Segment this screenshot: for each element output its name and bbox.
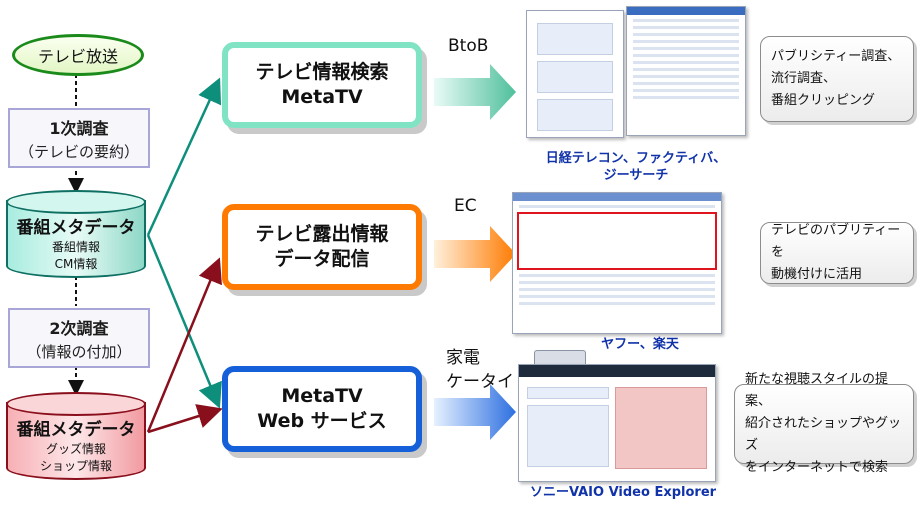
service-web-line-2: Web サービス [257, 410, 387, 432]
metadata-1-title: 番組メタデータ [16, 217, 136, 238]
tv-broadcast-label: テレビ放送 [37, 47, 118, 66]
metadata-1-line-2: CM情報 [54, 256, 98, 271]
metadata-cylinder-1: 番組メタデータ 番組情報 CM情報 [6, 190, 146, 280]
note-viewing-line-2: 紹介されたショップやグッズ [745, 416, 902, 453]
note-publicity: パブリシティー調査、 流行調査、 番組クリッピング [760, 36, 914, 122]
caption-btob: 日経テレコン、ファクティバ、 ジーサーチ [536, 150, 736, 184]
metadata-2-title: 番組メタデータ [16, 419, 136, 440]
caption-ec: ヤフー、楽天 [601, 337, 679, 352]
teal-arrow-top [146, 77, 222, 236]
tag-devices-line-2: ケータイ [446, 372, 514, 392]
metadata-2-line-1: グッズ情報 [45, 441, 106, 456]
tag-devices-line-1: 家電 [446, 348, 480, 368]
tag-devices: 家電 ケータイ [446, 346, 514, 394]
tag-btob: BtoB [448, 36, 489, 56]
service-box-search: テレビ情報検索 MetaTV [222, 42, 422, 128]
service-box-web: MetaTV Web サービス [222, 366, 422, 452]
service-search-line-1: テレビ情報検索 [255, 61, 389, 83]
screenshot-btob-1 [526, 10, 624, 138]
note-viewing-line-1: 新たな視聴スタイルの提案、 [745, 372, 889, 409]
red-arrow-middle [146, 257, 222, 433]
survey-1-box: 1次調査 （テレビの要約） [8, 108, 150, 168]
metadata-1-line-1: 番組情報 [51, 239, 100, 254]
survey-2-title: 2次調査 [49, 318, 109, 338]
screenshot-web [518, 364, 716, 482]
caption-web: ソニーVAIO Video Explorer [529, 485, 717, 500]
caption-btob-line-2: ジーサーチ [603, 168, 669, 183]
screenshot-btob-2 [626, 6, 746, 136]
survey-2-subtitle: （情報の付加） [26, 342, 132, 361]
service-web-line-1: MetaTV [281, 385, 363, 407]
note-viewing-style: 新たな視聴スタイルの提案、 紹介されたショップやグッズ をインターネットで検索 [734, 372, 914, 475]
note-motivation: テレビのパブリティーを 動機付けに活用 [760, 222, 914, 284]
survey-1-subtitle: （テレビの要約） [18, 142, 139, 161]
red-arrow-bottom [147, 404, 223, 434]
block-arrow-orange [434, 226, 516, 282]
caption-btob-line-1: 日経テレコン、ファクティバ、 [545, 151, 727, 166]
service-box-distribution: テレビ露出情報 データ配信 [222, 204, 422, 290]
service-distribution-line-2: データ配信 [274, 248, 370, 270]
note-viewing-line-3: をインターネットで検索 [745, 460, 889, 475]
note-publicity-line-2: 流行調査、 [771, 71, 837, 86]
screenshot-ec [512, 192, 722, 334]
note-publicity-line-1: パブリシティー調査、 [771, 49, 901, 64]
teal-arrow-bottom [146, 234, 222, 409]
tv-broadcast-oval: テレビ放送 [12, 34, 144, 76]
block-arrow-blue [434, 384, 516, 440]
note-publicity-line-3: 番組クリッピング [771, 93, 876, 108]
metadata-cylinder-2: 番組メタデータ グッズ情報 ショップ情報 [6, 392, 146, 482]
service-distribution-line-1: テレビ露出情報 [255, 223, 389, 245]
survey-1-title: 1次調査 [49, 118, 109, 138]
metadata-2-line-2: ショップ情報 [39, 458, 112, 473]
service-search-line-2: MetaTV [281, 86, 363, 108]
survey-2-box: 2次調査 （情報の付加） [8, 308, 150, 368]
block-arrow-green [434, 64, 516, 120]
tag-ec: EC [454, 196, 477, 216]
note-motivation-line-2: 動機付けに活用 [771, 267, 863, 282]
note-motivation-line-1: テレビのパブリティーを [771, 223, 901, 260]
